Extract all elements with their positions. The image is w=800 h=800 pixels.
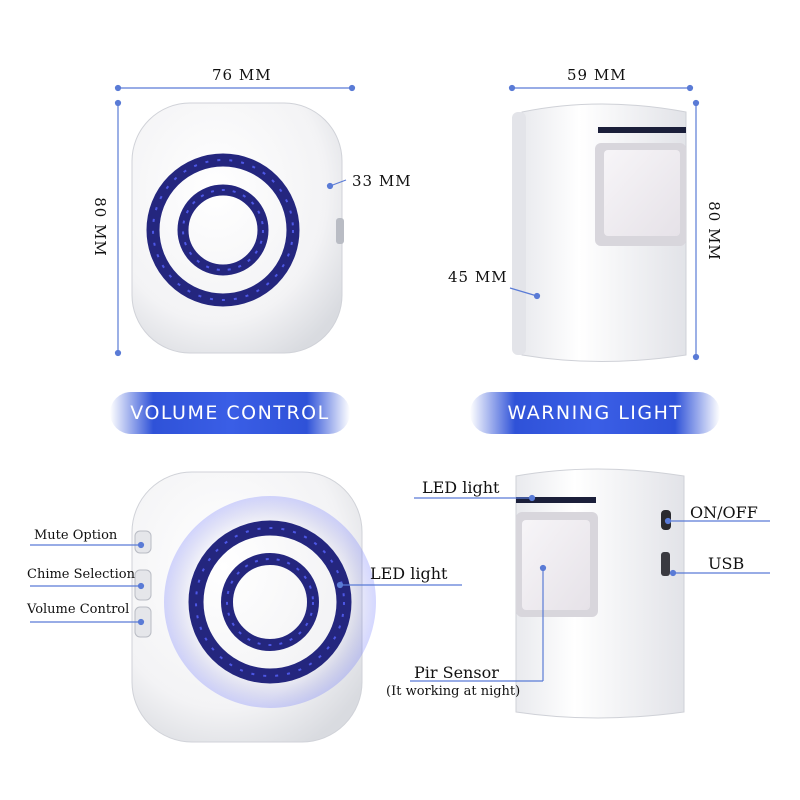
- volume-control-label: Volume Control: [27, 602, 130, 617]
- sensor-width-label: 59 MM: [567, 66, 627, 84]
- sensor-callout-lines: [410, 494, 770, 682]
- sensor-unit-top: [512, 103, 687, 362]
- chime-width-label: 76 MM: [212, 66, 272, 84]
- volume-control-banner: VOLUME CONTROL: [110, 392, 350, 434]
- sensor-depth-label: 45 MM: [448, 268, 508, 286]
- pir-sensor-label: Pir Sensor: [414, 663, 499, 682]
- sensor-dimension-lines: [508, 84, 700, 361]
- sensor-led-light-label: LED light: [422, 478, 500, 497]
- chime-unit-top: [131, 102, 344, 354]
- chime-callout-lines: [30, 541, 462, 626]
- chime-selection-label: Chime Selection: [27, 567, 135, 582]
- on-off-label: ON/OFF: [690, 503, 758, 522]
- chime-depth-label: 33 MM: [352, 172, 412, 190]
- pir-night-note: (It working at night): [386, 684, 521, 699]
- chime-dimension-lines: [114, 84, 356, 357]
- sensor-unit-bottom: [515, 468, 685, 719]
- sensor-height-label: 80 MM: [704, 201, 723, 261]
- chime-led-light-label: LED light: [370, 564, 448, 583]
- warning-light-banner: WARNING LIGHT: [470, 392, 720, 434]
- chime-height-label: 80 MM: [90, 197, 109, 257]
- usb-label: USB: [708, 554, 745, 573]
- chime-unit-bottom: [131, 471, 376, 743]
- mute-option-label: Mute Option: [34, 528, 118, 543]
